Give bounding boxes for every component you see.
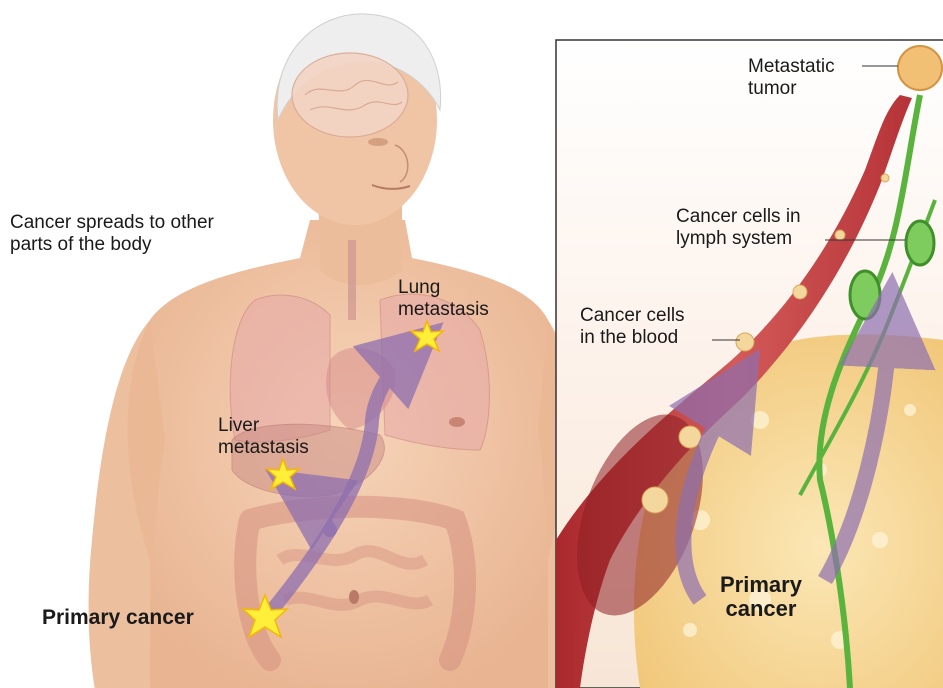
lymph-system-label: Cancer cells in lymph system: [676, 206, 801, 250]
metastatic-tumor: [898, 46, 942, 90]
lymph-node-2: [906, 221, 934, 265]
metastatic-tumor-label: Metastatic tumor: [748, 56, 835, 100]
brain: [292, 53, 408, 137]
primary-cancer-label: Primary cancer: [42, 606, 194, 630]
blood-cells-label: Cancer cells in the blood: [580, 305, 685, 349]
inset-primary-cancer-label: Primary cancer: [720, 573, 802, 621]
liver-metastasis-label: Liver metastasis: [218, 415, 309, 459]
lymph-node-1: [850, 271, 880, 319]
lung-metastasis-label: Lung metastasis: [398, 277, 489, 321]
spread-heading: Cancer spreads to other parts of the bod…: [10, 212, 214, 256]
body-figure: [89, 14, 590, 688]
